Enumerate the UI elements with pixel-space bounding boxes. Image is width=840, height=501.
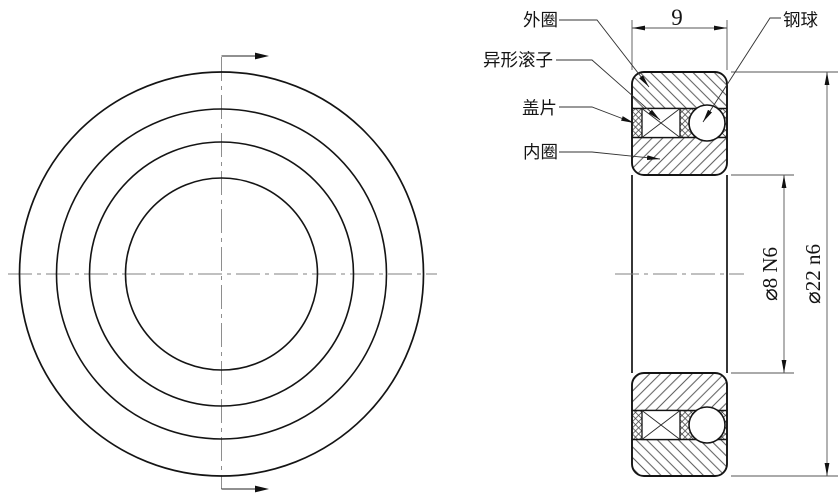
profiled-roller-label: 异形滚子 — [483, 50, 553, 70]
top-block-outline — [631, 71, 728, 176]
inner-ring-leader — [559, 151, 661, 161]
part-labels: 外圈 异形滚子 盖片 内圈 钢球 — [483, 10, 818, 162]
inner-ring-section — [632, 373, 727, 411]
steel-ball-section — [688, 406, 726, 444]
steel-ball-section — [688, 104, 726, 142]
front-view — [8, 52, 437, 493]
bore-dimension-text: ⌀8 N6 — [758, 247, 782, 301]
steel-ball-leader — [702, 17, 781, 123]
bore-circle — [124, 177, 319, 371]
steel-ball-label: 钢球 — [783, 10, 818, 30]
cover-plate-leader — [559, 106, 635, 124]
section-top-block — [631, 71, 728, 176]
leader-lines — [556, 17, 781, 161]
dimension-outer-diameter: ⌀22 n6 — [731, 71, 838, 477]
cover-plate-section — [632, 410, 642, 440]
inner-ring-section — [632, 137, 727, 175]
cut-arrow-icon — [255, 485, 269, 493]
cut-arrow-icon — [255, 52, 269, 60]
width-dimension-text: 9 — [671, 5, 683, 30]
profiled-roller-section — [641, 107, 681, 139]
profiled-roller-leader — [556, 59, 661, 121]
section-cut-arrow-top — [221, 52, 269, 60]
outer-ring-section — [632, 439, 727, 476]
outer-ring-label: 外圈 — [523, 10, 558, 30]
section-cut-arrow-bottom — [221, 485, 269, 493]
inner-raceway-circle — [88, 141, 355, 407]
inner-ring-label: 内圈 — [523, 142, 558, 162]
od-circle — [18, 71, 425, 477]
dimension-bore: ⌀8 N6 — [731, 174, 794, 374]
section-bottom-block — [631, 372, 728, 477]
od-dimension-text: ⌀22 n6 — [801, 244, 825, 304]
section-view — [615, 71, 744, 477]
dimension-width: 9 — [631, 5, 728, 70]
bottom-block-outline — [631, 372, 728, 477]
profiled-roller-section — [641, 409, 681, 441]
cover-plate-section — [632, 108, 642, 138]
cover-plate-label: 盖片 — [522, 98, 557, 118]
outer-ring-leader — [559, 19, 650, 88]
outer-raceway-circle — [55, 108, 388, 440]
outer-ring-section — [632, 72, 727, 109]
